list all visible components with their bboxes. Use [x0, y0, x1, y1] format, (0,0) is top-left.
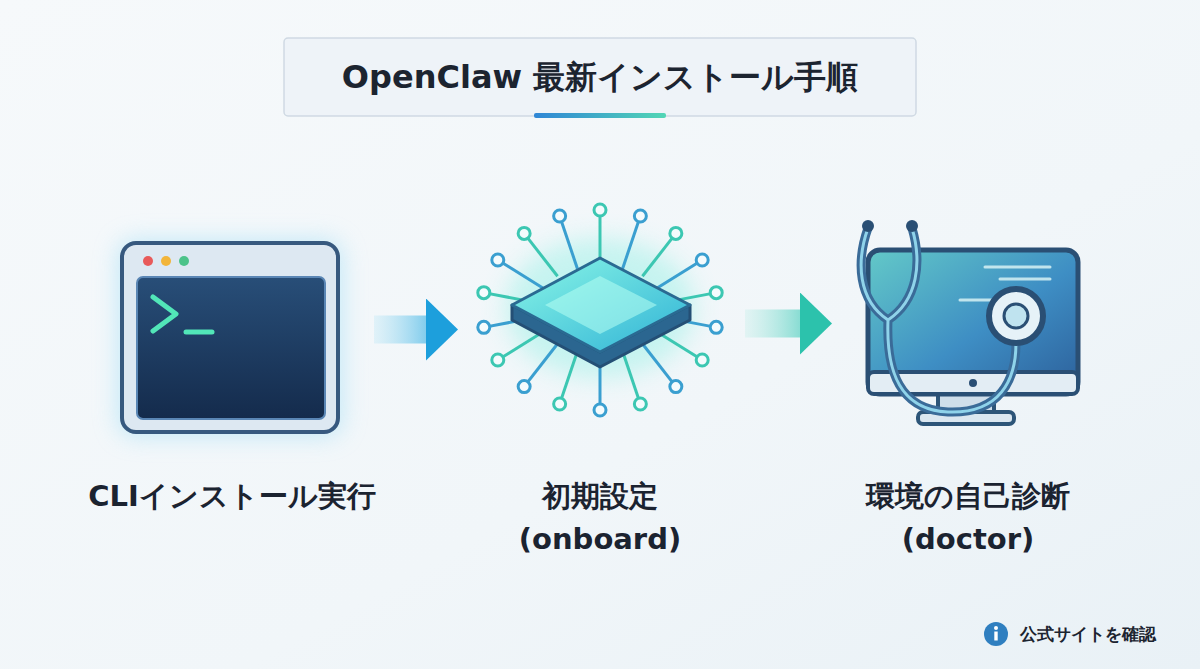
- trace-pad: [710, 287, 722, 299]
- step-node: 環境の自己診断 (doctor): [855, 218, 1087, 428]
- trace-pad: [594, 204, 606, 216]
- chip-trace: [623, 351, 641, 404]
- flow-arrow: [374, 316, 426, 344]
- trace-pad: [478, 321, 490, 333]
- trace-pad: [518, 381, 530, 393]
- chip-trace: [657, 332, 702, 360]
- chip-trace: [524, 344, 557, 387]
- chip-trace: [560, 216, 578, 269]
- diagram-title: OpenClaw 最新インストール手順: [0, 56, 1200, 98]
- trace-pad: [634, 210, 646, 222]
- terminal-icon: [118, 240, 342, 436]
- flow-arrow: [745, 310, 800, 338]
- trace-pad: [518, 227, 530, 239]
- title-underline: [534, 113, 666, 118]
- step-label: 初期設定 (onboard): [510, 475, 690, 561]
- note-label: 公式サイトを確認: [1020, 622, 1156, 646]
- trace-pad: [478, 287, 490, 299]
- chip-icon: [478, 204, 722, 416]
- chip-trace: [642, 233, 675, 276]
- info-icon: [984, 622, 1008, 646]
- trace-pad: [710, 321, 722, 333]
- step-label: 環境の自己診断 (doctor): [848, 475, 1088, 561]
- chip-trace: [657, 260, 702, 288]
- step-node: 初期設定 (onboard): [478, 224, 723, 424]
- chip-trace: [524, 233, 557, 276]
- trace-pad: [670, 227, 682, 239]
- chip-trace: [560, 351, 578, 404]
- diagnosis-icon: [861, 220, 1078, 424]
- chip-trace: [498, 332, 543, 360]
- trace-pad: [634, 398, 646, 410]
- chip-trace: [623, 216, 641, 269]
- trace-pad: [696, 254, 708, 266]
- trace-pad: [492, 254, 504, 266]
- trace-pad: [554, 210, 566, 222]
- trace-pad: [696, 354, 708, 366]
- step-label: CLIインストール実行: [52, 475, 412, 518]
- trace-pad: [670, 381, 682, 393]
- chip-trace: [498, 260, 543, 288]
- trace-pad: [554, 398, 566, 410]
- step-node: CLIインストール実行: [118, 238, 344, 432]
- chip-trace: [642, 344, 675, 387]
- trace-pad: [594, 404, 606, 416]
- trace-pad: [492, 354, 504, 366]
